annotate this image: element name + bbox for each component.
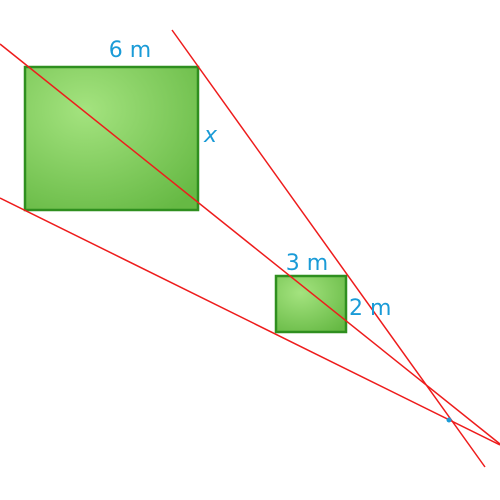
diagonal-ray-line [0,43,500,445]
top-ray-line [171,29,486,468]
small-rectangle [274,274,348,334]
bottom-ray-line [0,197,500,446]
large-rectangle-side-label: x [203,123,218,148]
small-rectangle-side-label: 2 m [349,296,391,321]
large-rectangle-top-label: 6 m [109,38,151,63]
small-rectangle-top-label: 3 m [286,251,328,276]
large-rectangle [23,65,200,212]
intersection-point [446,417,452,423]
